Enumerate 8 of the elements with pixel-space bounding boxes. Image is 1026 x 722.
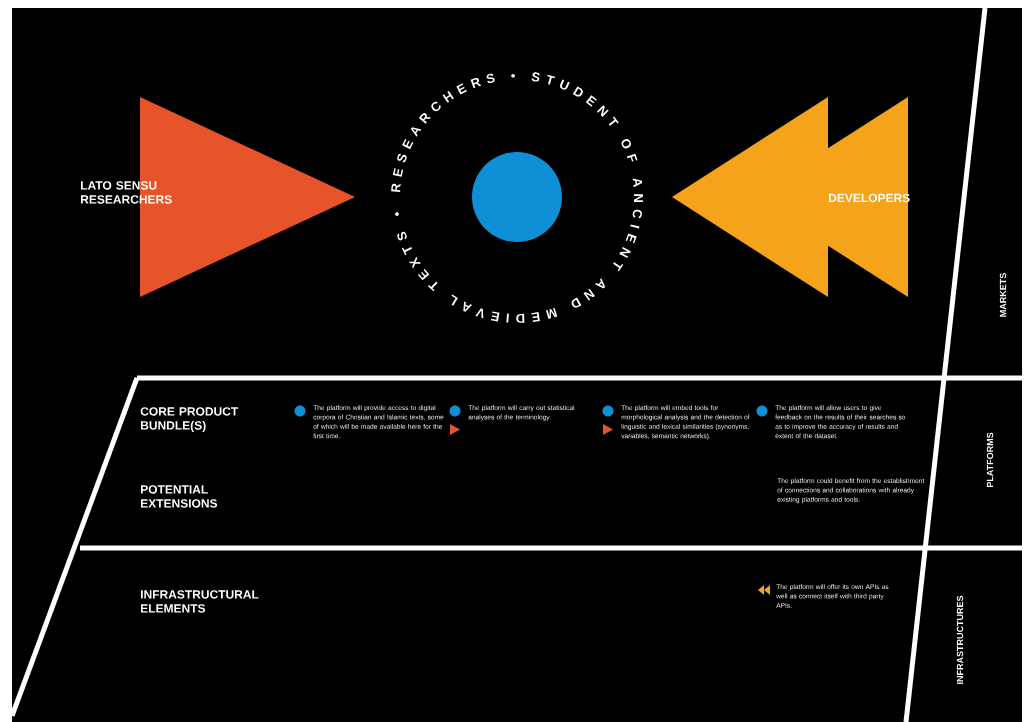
band-label: INFRASTRUCTURES [956, 595, 964, 684]
band-label: PLATFORMS [986, 432, 994, 488]
circular-text: RESEARCHERS • STUDENT OF ANCIENT AND MEDIEVAL TEXTS • [391, 72, 643, 323]
circle-shape [472, 152, 562, 242]
band-label: MARKETS [999, 273, 1007, 317]
row-heading: POTENTIAL EXTENSIONS [141, 485, 218, 508]
row-heading: INFRASTRUCTURAL ELEMENTS [141, 590, 259, 613]
row-heading: CORE PRODUCT BUNDLE(S) [140, 407, 239, 433]
